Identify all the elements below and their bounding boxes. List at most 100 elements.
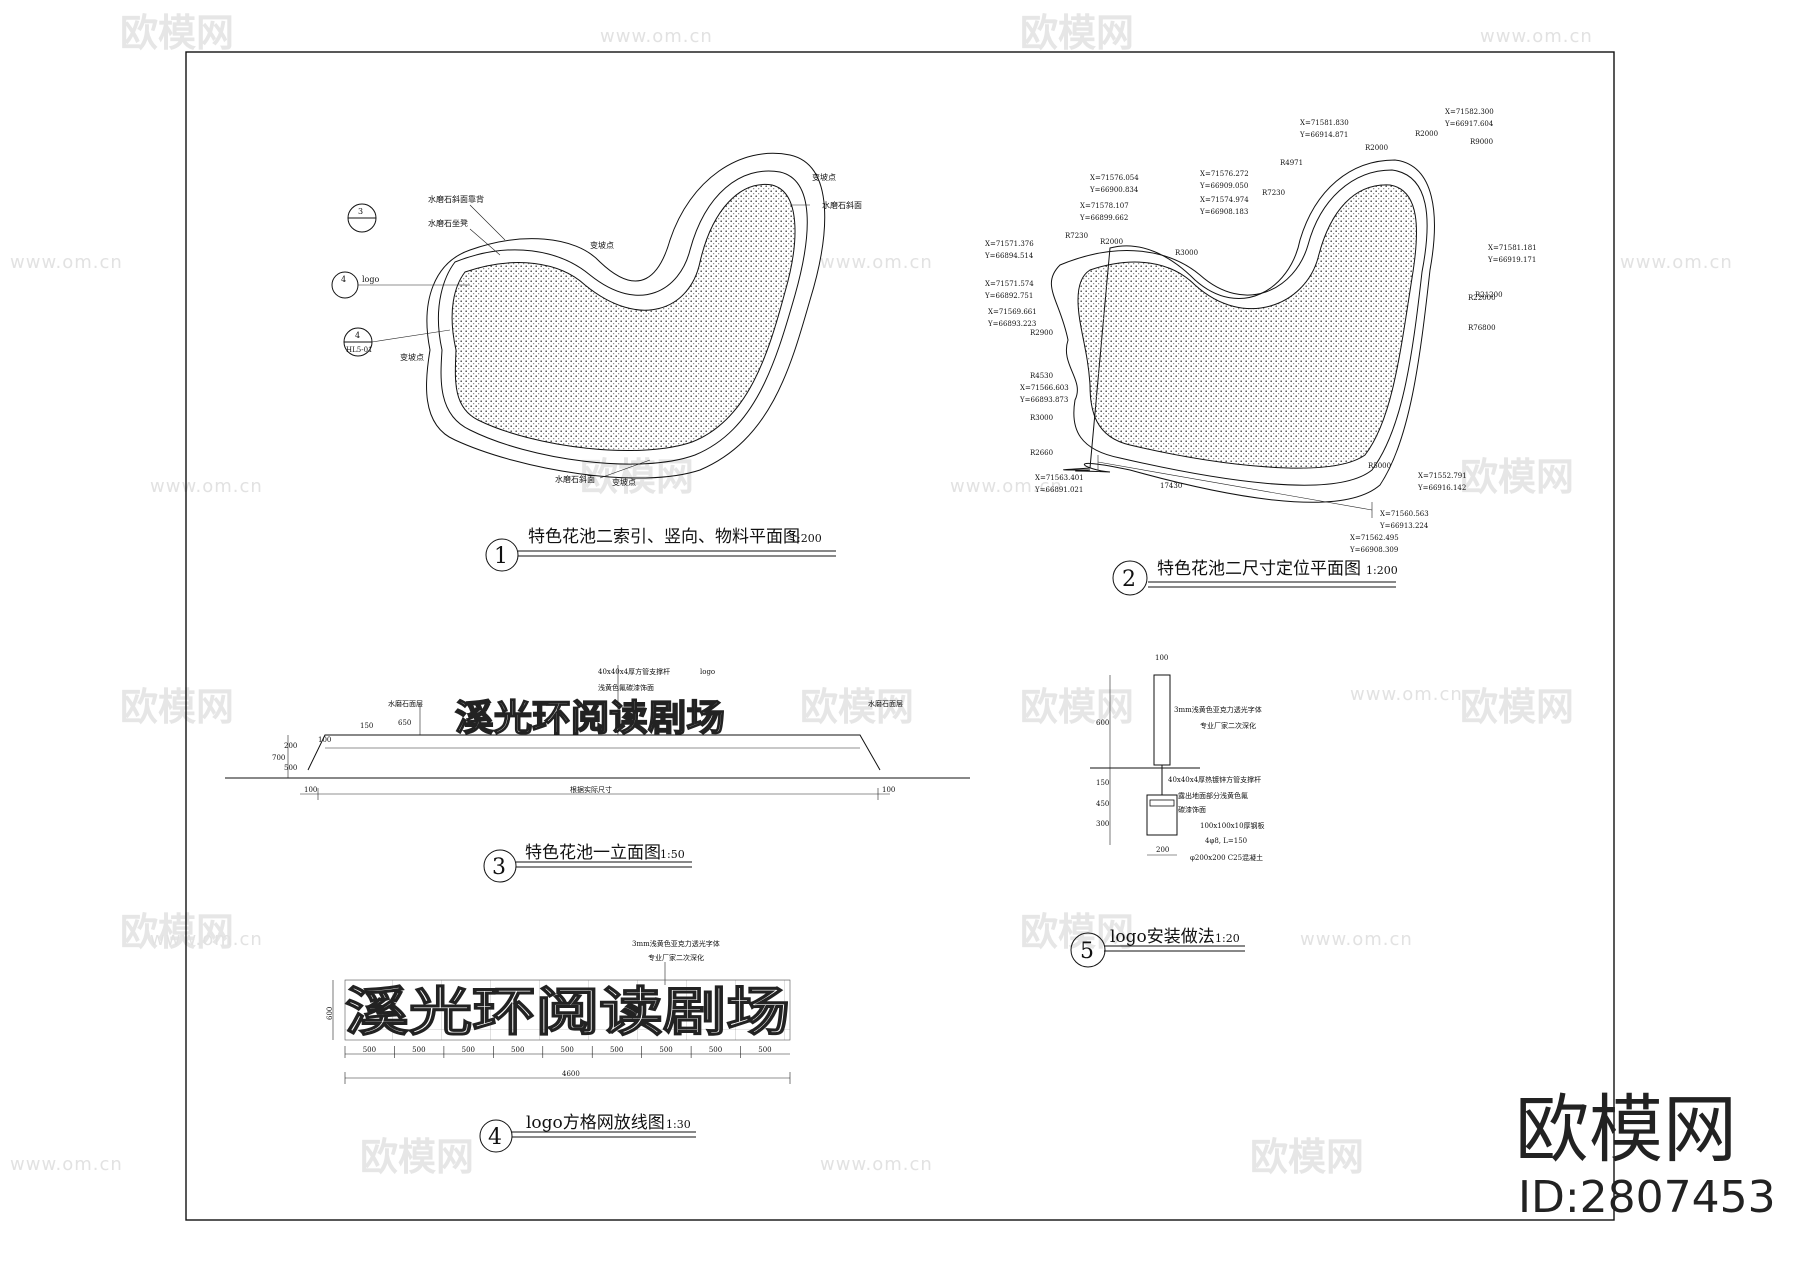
d4-cell-dim: 500 (561, 1046, 574, 1054)
d3-title: 3 特色花池一立面图 1:50 (483, 843, 692, 883)
d5-title-text: logo安装做法 (1110, 927, 1215, 947)
d1-scale: 1:200 (790, 532, 822, 545)
d2-coordinate: Y=66919.171 (1487, 256, 1536, 264)
d4-scale: 1:30 (666, 1118, 691, 1131)
d3-dim: 150 (360, 722, 373, 730)
d2-coordinate: X=71562.495 (1350, 534, 1399, 542)
watermark-brand: 欧模网 (360, 1135, 474, 1179)
d1-note: 水磨石坐凳 (428, 218, 468, 228)
d4-note: 专业厂家二次深化 (648, 953, 704, 962)
d5-note: 100x100x10厚钢板 (1200, 821, 1265, 830)
d2-coordinate: X=71581.830 (1300, 119, 1349, 127)
d2-coordinate: Y=66914.871 (1299, 131, 1348, 139)
d4-cell-dim: 500 (511, 1046, 524, 1054)
d2-radius: R3000 (1030, 414, 1053, 422)
d2-coordinate: X=71569.661 (988, 308, 1037, 316)
d3-note: 浅黄色氟碳漆饰面 (598, 683, 654, 692)
d4-grid (344, 979, 791, 1041)
d2-coordinate: X=71560.563 (1380, 510, 1429, 518)
d3-scale: 1:50 (660, 848, 685, 861)
d1-planter-outer (425, 152, 826, 479)
d4-number: 4 (488, 1125, 502, 1150)
d2-coordinate: X=71574.974 (1200, 196, 1249, 204)
watermark-url: www.om.cn (1300, 929, 1413, 950)
d1-note: 变坡点 (400, 352, 424, 362)
d2-radius: R2000 (1100, 238, 1123, 246)
watermark-brand: 欧模网 (1020, 685, 1134, 729)
d3-dim: 650 (398, 719, 411, 727)
d3-notes: 40x40x4厚方管支撑杆 浅黄色氟碳漆饰面 logo 水磨石面层 水磨石面层 (388, 667, 903, 708)
watermark-url: www.om.cn (150, 929, 263, 950)
d3-note: logo (700, 668, 715, 676)
d5-note: 碳漆饰面 (1178, 805, 1206, 814)
watermark-url: www.om.cn (1480, 26, 1593, 47)
d2-radius: R7230 (1262, 189, 1285, 197)
d4-cell-dim: 500 (412, 1046, 425, 1054)
d2-coordinate: X=71571.574 (985, 280, 1034, 288)
d4-cell-dim: 500 (363, 1046, 376, 1054)
d3-logo-elevation: 溪光环阅读剧场 (455, 698, 725, 739)
d2-coordinate: Y=66908.183 (1199, 208, 1248, 216)
watermark-url: www.om.cn (820, 252, 933, 273)
d4-title: 4 logo方格网放线图 1:30 (479, 1113, 696, 1153)
d2-planter-outer (1063, 159, 1435, 503)
d3-number: 3 (492, 855, 506, 880)
d1-note: 变坡点 (590, 240, 614, 250)
d4-total: 4600 (562, 1070, 580, 1078)
watermark-brand: 欧模网 (1460, 685, 1574, 729)
d2-radius: R2000 (1365, 144, 1388, 152)
d4-cell-dim: 500 (758, 1046, 771, 1054)
d1-notes: 水磨石斜面靠背 水磨石坐凳 logo 变坡点 变坡点 水磨石斜面 变坡点 水磨石… (362, 172, 862, 487)
d2-coordinate: Y=66892.751 (984, 292, 1033, 300)
d2-coordinate: Y=66894.514 (984, 252, 1034, 260)
d2-coordinate: X=71576.272 (1200, 170, 1249, 178)
brand-name: 欧模网 (1515, 1087, 1737, 1173)
d2-coordinate-labels: X=71576.054Y=66900.834X=71578.107Y=66899… (984, 108, 1537, 554)
d5-dim: 300 (1096, 820, 1109, 828)
d3-dim: 100 (882, 786, 895, 794)
d2-number: 2 (1122, 567, 1136, 592)
drawing-2: X=71576.054Y=66900.834X=71578.107Y=66899… (984, 108, 1537, 596)
d1-title-text: 特色花池二索引、竖向、物料平面图 (528, 527, 800, 547)
watermark-url: www.om.cn (820, 1154, 933, 1175)
d3-title-text: 特色花池一立面图 (525, 843, 661, 863)
drawing-3: 溪光环阅读剧场 40x40x4厚方管支撑杆 浅黄色氟碳漆饰面 logo 水磨石面… (225, 665, 970, 883)
d5-note: 4φ8, L=150 (1205, 837, 1247, 845)
watermark-url: www.om.cn (1620, 252, 1733, 273)
d4-height: 600 (326, 1007, 334, 1020)
d2-radius: R7230 (1065, 232, 1088, 240)
d2-coordinate: Y=66893.873 (1019, 396, 1068, 404)
d2-coordinate: X=71582.300 (1445, 108, 1494, 116)
d1-title: 1 特色花池二索引、竖向、物料平面图 1:200 (485, 527, 836, 572)
d4-note: 3mm浅黄色亚克力透光字体 (632, 939, 720, 948)
d5-note: 露出地面部分浅黄色氟 (1178, 791, 1248, 800)
watermark-url: www.om.cn (950, 476, 1063, 497)
d2-radius: R4530 (1030, 372, 1053, 380)
d5-dimensions: 100 600 150 450 300 200 (1096, 654, 1177, 856)
d1-number: 1 (494, 544, 508, 569)
brand-id: ID:2807453 (1518, 1172, 1776, 1223)
d5-number: 5 (1080, 939, 1094, 964)
d2-coordinate: Y=66909.050 (1199, 182, 1248, 190)
d4-cell-dim: 500 (610, 1046, 623, 1054)
d1-note: 水磨石斜面 (555, 474, 595, 484)
d2-coordinate: Y=66893.223 (987, 320, 1036, 328)
d2-coordinate: Y=66908.309 (1349, 546, 1398, 554)
d3-dim: 500 (284, 764, 297, 772)
d3-note: 水磨石面层 (388, 699, 423, 708)
d2-planter-bed (1077, 184, 1417, 469)
watermark-layer: 欧模网欧模网欧模网欧模网欧模网欧模网欧模网欧模网欧模网欧模网欧模网欧模网 www… (10, 11, 1733, 1179)
d5-title: 5 logo安装做法 1:20 (1070, 927, 1245, 968)
d2-coordinate: X=71566.603 (1020, 384, 1069, 392)
d2-coordinate: Y=66899.662 (1079, 214, 1128, 222)
d2-radius: R76800 (1468, 324, 1496, 332)
d1-section-markers: 3 4 4 HL5-01 (331, 203, 470, 357)
d2-title: 2 特色花池二尺寸定位平面图 1:200 (1112, 559, 1398, 596)
d2-coordinate: X=71576.054 (1090, 174, 1139, 182)
d2-coordinate: Y=66891.021 (1034, 486, 1083, 494)
d2-radius: R3000 (1175, 249, 1198, 257)
d3-planter-profile (307, 734, 881, 771)
watermark-brand: 欧模网 (800, 685, 914, 729)
